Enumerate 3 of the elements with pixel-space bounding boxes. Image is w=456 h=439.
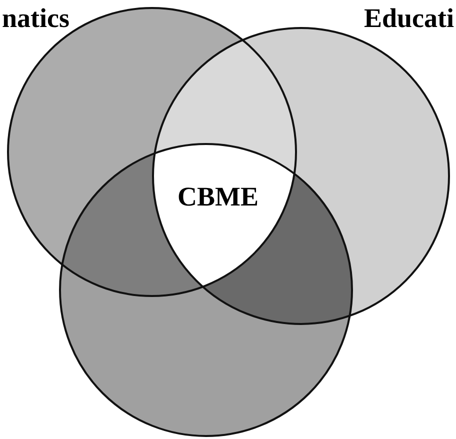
circle-heading: Educati — [364, 5, 454, 32]
center-label: CBME — [178, 184, 258, 210]
circle-heading: natics — [2, 5, 70, 32]
